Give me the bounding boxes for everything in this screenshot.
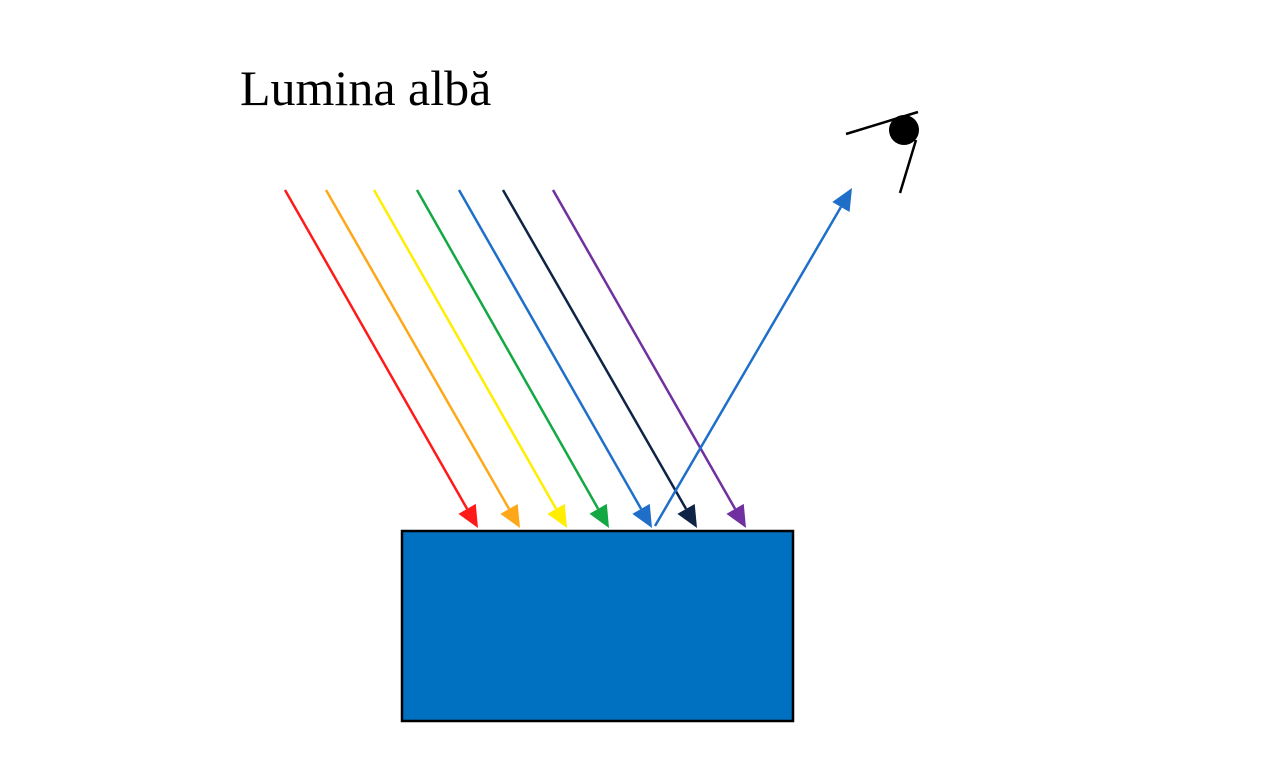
diagram-title: Lumina albă	[240, 60, 492, 116]
ray-blue	[457, 189, 652, 528]
ray-violet-arrowhead	[726, 503, 746, 528]
ray-red-arrowhead	[458, 503, 478, 528]
incident-rays	[283, 189, 746, 528]
ray-red	[283, 189, 478, 528]
reflected-ray-blue	[653, 188, 852, 527]
ray-orange	[324, 189, 520, 528]
eye-lash-lower	[898, 139, 918, 194]
eye-pupil	[889, 115, 919, 145]
ray-red-line	[283, 189, 469, 510]
ray-orange-arrowhead	[500, 503, 520, 528]
eye-lash-upper	[845, 110, 919, 136]
ray-yellow	[372, 189, 567, 528]
ray-green	[415, 189, 609, 528]
ray-green-line	[415, 189, 600, 510]
reflected-ray-line	[653, 206, 843, 527]
eye-icon	[845, 110, 919, 194]
ray-yellow-arrowhead	[547, 503, 567, 528]
ray-violet	[551, 189, 746, 528]
ray-dark-blue-arrowhead	[677, 503, 697, 528]
ray-yellow-line	[372, 189, 558, 510]
ray-green-arrowhead	[589, 503, 609, 528]
ray-violet-line	[551, 189, 737, 510]
ray-orange-line	[324, 189, 511, 510]
blue-object	[400, 529, 795, 723]
ray-dark-blue	[501, 189, 697, 528]
ray-dark-blue-line	[501, 189, 688, 510]
reflected-ray-group	[653, 188, 852, 527]
reflected-ray-arrowhead	[832, 188, 852, 213]
ray-blue-line	[457, 189, 643, 510]
ray-blue-arrowhead	[632, 503, 652, 528]
